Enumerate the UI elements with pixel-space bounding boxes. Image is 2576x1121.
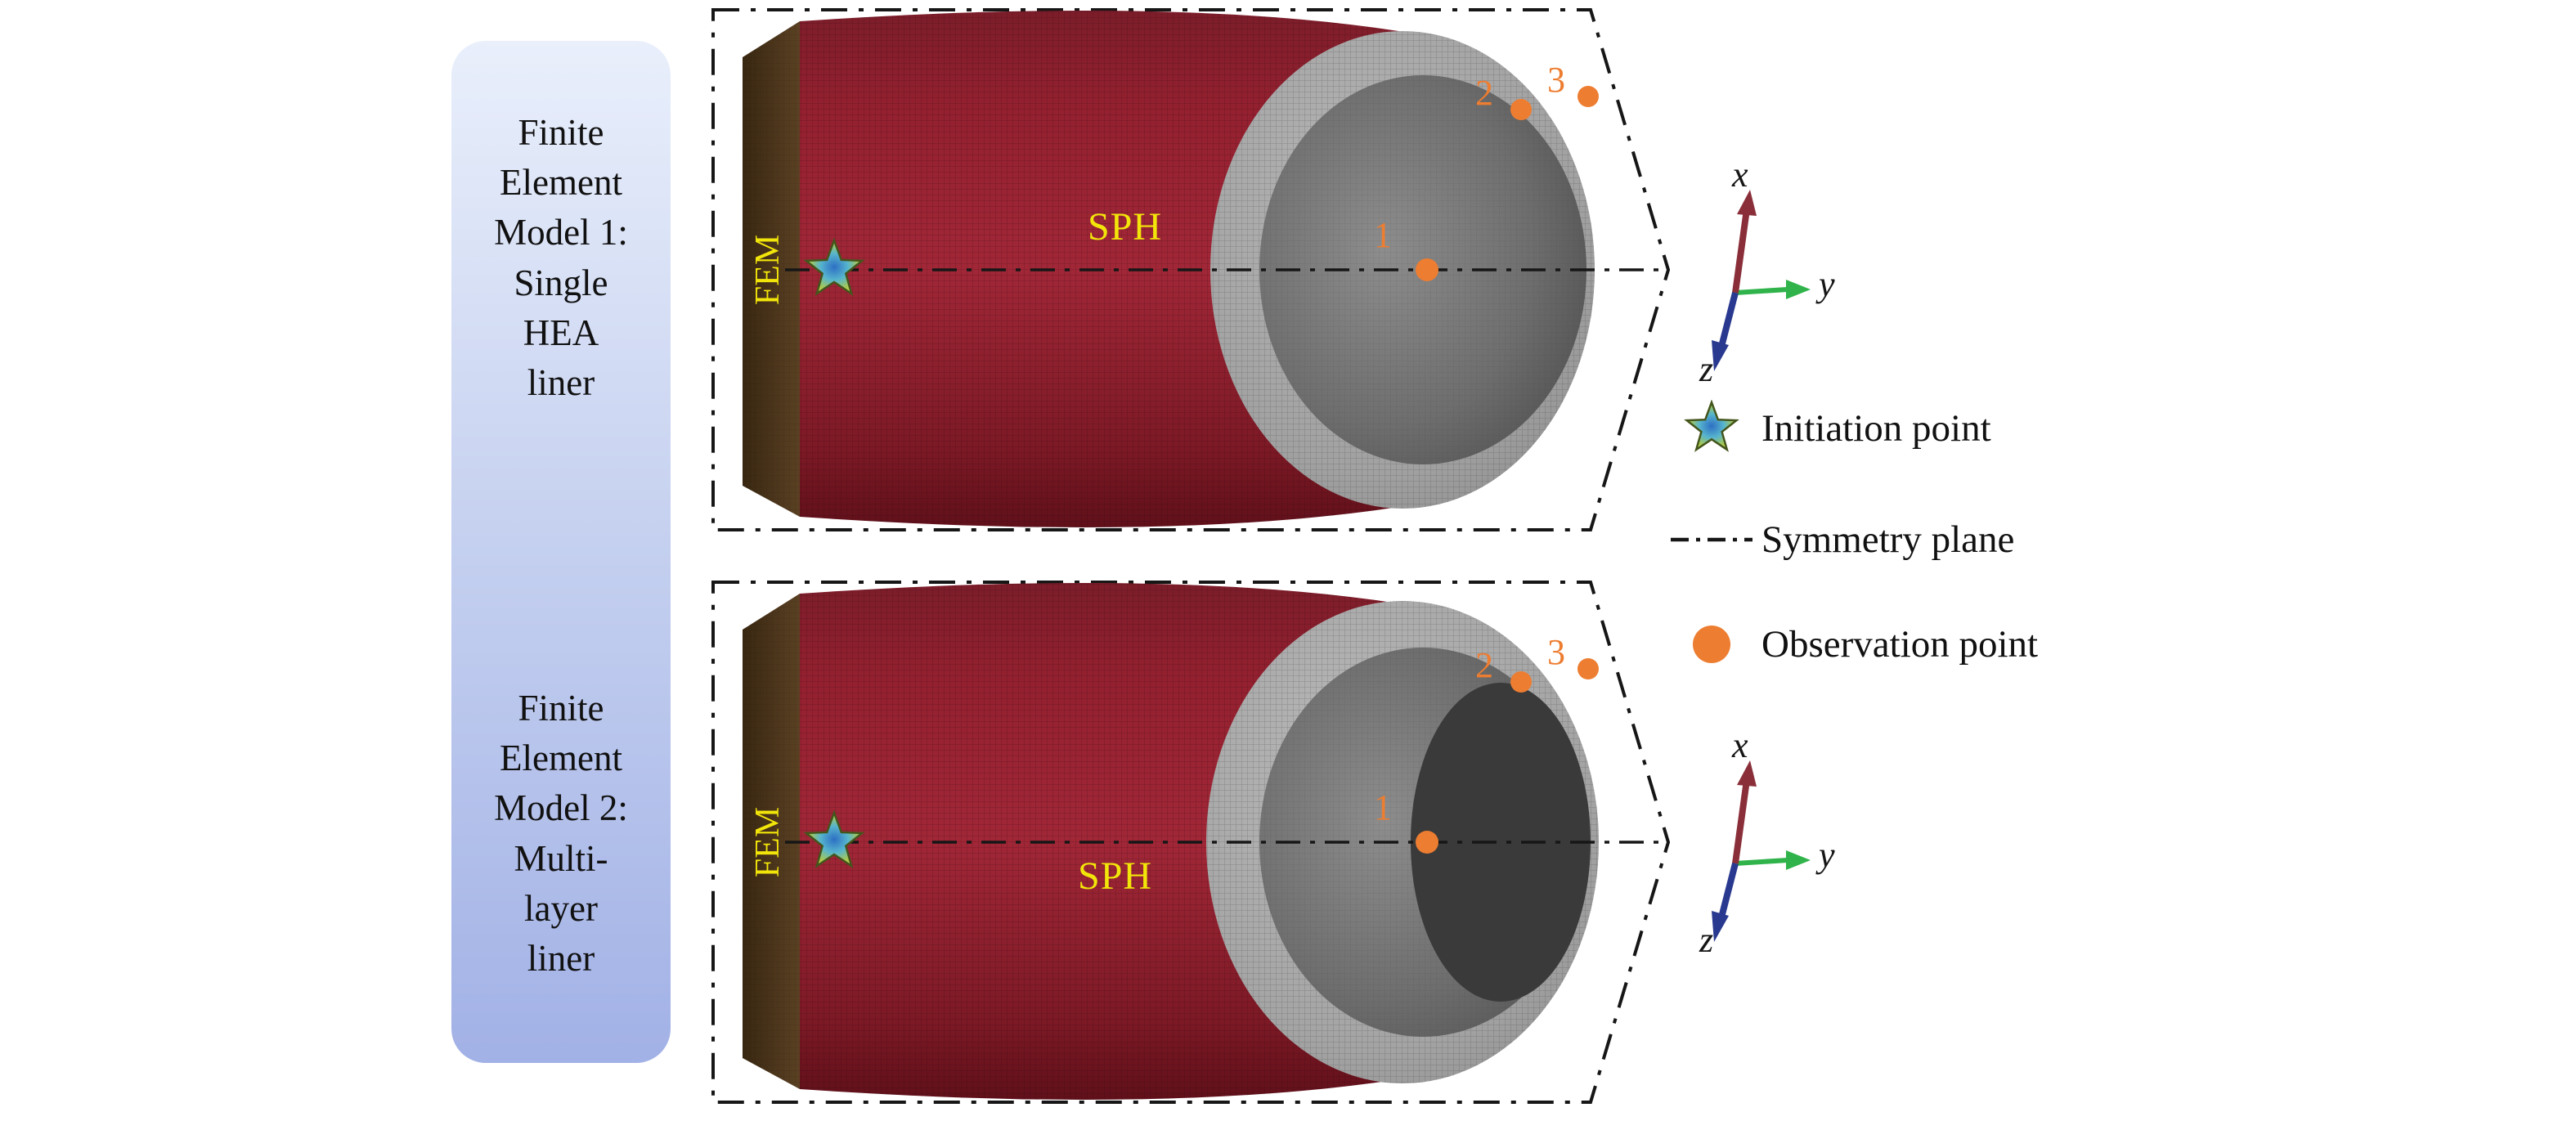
y-axis-arrow	[1735, 287, 1788, 295]
observation-dot-2	[1510, 671, 1532, 693]
fem-region-label: FEM	[749, 234, 787, 306]
model1-coordinate-axes: x y z	[1685, 154, 1856, 399]
y-axis-arrowhead	[1786, 280, 1811, 299]
legend-label-observation: Observation point	[1761, 623, 2039, 666]
x-axis-arrow	[1732, 779, 1750, 864]
observation-point-1-label: 1	[1374, 215, 1392, 255]
axes-arrows	[1712, 190, 1811, 371]
fem-region-label: FEM	[749, 806, 787, 878]
fem-cap-mesh	[743, 21, 800, 517]
fem-cap-mesh	[743, 594, 800, 1089]
x-axis-arrowhead	[1737, 190, 1757, 216]
dash-dot-line-glyph	[1671, 537, 1752, 542]
model2-description: Finite Element Model 2: Multi- layer lin…	[494, 688, 628, 979]
axes-arrows	[1712, 760, 1811, 942]
y-axis-label: y	[1819, 835, 1835, 875]
model1-description: Finite Element Model 1: Single HEA liner	[494, 112, 628, 403]
inner-liner-layer-mesh	[1411, 683, 1591, 1002]
symmetry-boundary-outline	[711, 8, 1671, 531]
observation-dot-1	[1416, 831, 1438, 854]
z-axis-arrow	[1718, 863, 1739, 918]
initiation-star	[803, 237, 865, 297]
legend-label-symmetry: Symmetry plane	[1761, 518, 2015, 561]
model2-render	[711, 581, 1671, 1104]
model1-render	[711, 8, 1671, 531]
z-axis-arrowhead	[1712, 340, 1729, 371]
x-axis-arrowhead	[1737, 760, 1757, 787]
symmetry-boundary-outline	[711, 581, 1671, 1104]
observation-dot-3	[1577, 658, 1599, 679]
observation-point-3-label: 3	[1547, 60, 1565, 100]
z-axis-arrowhead	[1712, 911, 1729, 942]
x-axis-label: x	[1732, 155, 1748, 195]
legend: Initiation point Symmetry plane Observat…	[1668, 383, 2290, 693]
z-axis-label: z	[1699, 349, 1714, 389]
model2-figure: FEM SPH 1 2 3	[703, 572, 1685, 1112]
z-axis-label: z	[1699, 920, 1714, 960]
y-axis-arrowhead	[1786, 850, 1811, 870]
observation-point-3-label: 3	[1547, 632, 1565, 672]
model-description-panel: Finite Element Model 1: Single HEA liner…	[451, 41, 671, 1063]
sph-region-label: SPH	[1088, 205, 1163, 249]
observation-dot-1	[1416, 258, 1438, 281]
legend-label-initiation: Initiation point	[1761, 407, 1991, 450]
symmetry-plane-line-icon	[1668, 535, 1755, 545]
initiation-star-icon	[1668, 400, 1755, 457]
observation-dot-3	[1577, 86, 1599, 107]
orange-dot-glyph	[1693, 626, 1730, 663]
x-axis-arrow	[1732, 209, 1750, 294]
model1-figure: FEM SPH 1 2 3	[703, 0, 1685, 540]
z-axis-arrow	[1718, 292, 1739, 348]
x-axis-label: x	[1732, 725, 1748, 765]
observation-dot-2	[1510, 99, 1532, 120]
y-axis-label: y	[1819, 264, 1835, 304]
y-axis-arrow	[1735, 858, 1788, 866]
star-glyph	[1684, 400, 1739, 452]
legend-item-symmetry-plane: Symmetry plane	[1668, 513, 2014, 566]
observation-point-1-label: 1	[1374, 787, 1392, 827]
sph-region-label: SPH	[1078, 854, 1153, 898]
initiation-star	[803, 809, 865, 869]
legend-item-observation-point: Observation point	[1668, 613, 2038, 675]
observation-point-dot-icon	[1668, 626, 1755, 663]
observation-point-2-label: 2	[1475, 73, 1493, 113]
observation-point-2-label: 2	[1475, 645, 1493, 685]
legend-item-initiation-point: Initiation point	[1668, 394, 1991, 463]
model2-coordinate-axes: x y z	[1685, 724, 1856, 970]
